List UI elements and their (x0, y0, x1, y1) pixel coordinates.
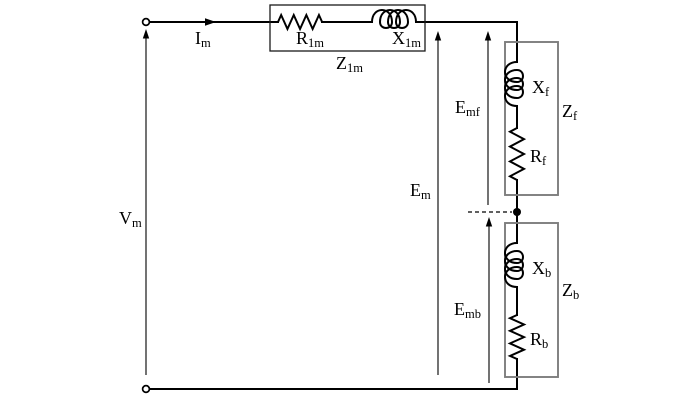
zb-label: Zb (562, 280, 579, 302)
vm-label: Vm (119, 208, 142, 230)
x1m-inductor (371, 9, 417, 29)
zf-label: Zf (562, 101, 578, 123)
xf-inductor (504, 61, 524, 107)
emf-arrowhead (484, 31, 492, 41)
em-arrow (434, 31, 442, 375)
emb-arrow (485, 217, 493, 383)
xb-label: Xb (532, 258, 551, 280)
emb-label: Emb (454, 299, 481, 321)
r1m-label: R1m (296, 28, 324, 50)
zb-box (504, 222, 559, 378)
rf-label: Rf (530, 146, 547, 168)
xf-label: Xf (532, 77, 550, 99)
vm-arrow (142, 29, 150, 375)
x1m-label: X1m (392, 28, 421, 50)
im-label: Im (195, 28, 211, 50)
terminal-top-left (141, 17, 151, 27)
rb-resistor (507, 314, 527, 360)
wires (149, 21, 518, 390)
emf-label: Emf (455, 97, 481, 119)
rb-label: Rb (530, 329, 548, 351)
junction-node-dot (513, 208, 521, 216)
terminal-bottom-left (141, 384, 151, 394)
emf-arrow (484, 31, 492, 205)
em-arrowhead (434, 31, 442, 41)
z1m-box (269, 4, 426, 52)
im-current-arrowhead (205, 18, 216, 26)
rf-resistor (507, 127, 527, 181)
vm-arrowhead (142, 29, 150, 39)
zf-box (504, 41, 559, 196)
r1m-resistor (277, 12, 324, 32)
xb-inductor (504, 242, 524, 288)
z1m-label: Z1m (336, 53, 363, 75)
emb-arrowhead (485, 217, 493, 227)
em-label: Em (410, 180, 431, 202)
